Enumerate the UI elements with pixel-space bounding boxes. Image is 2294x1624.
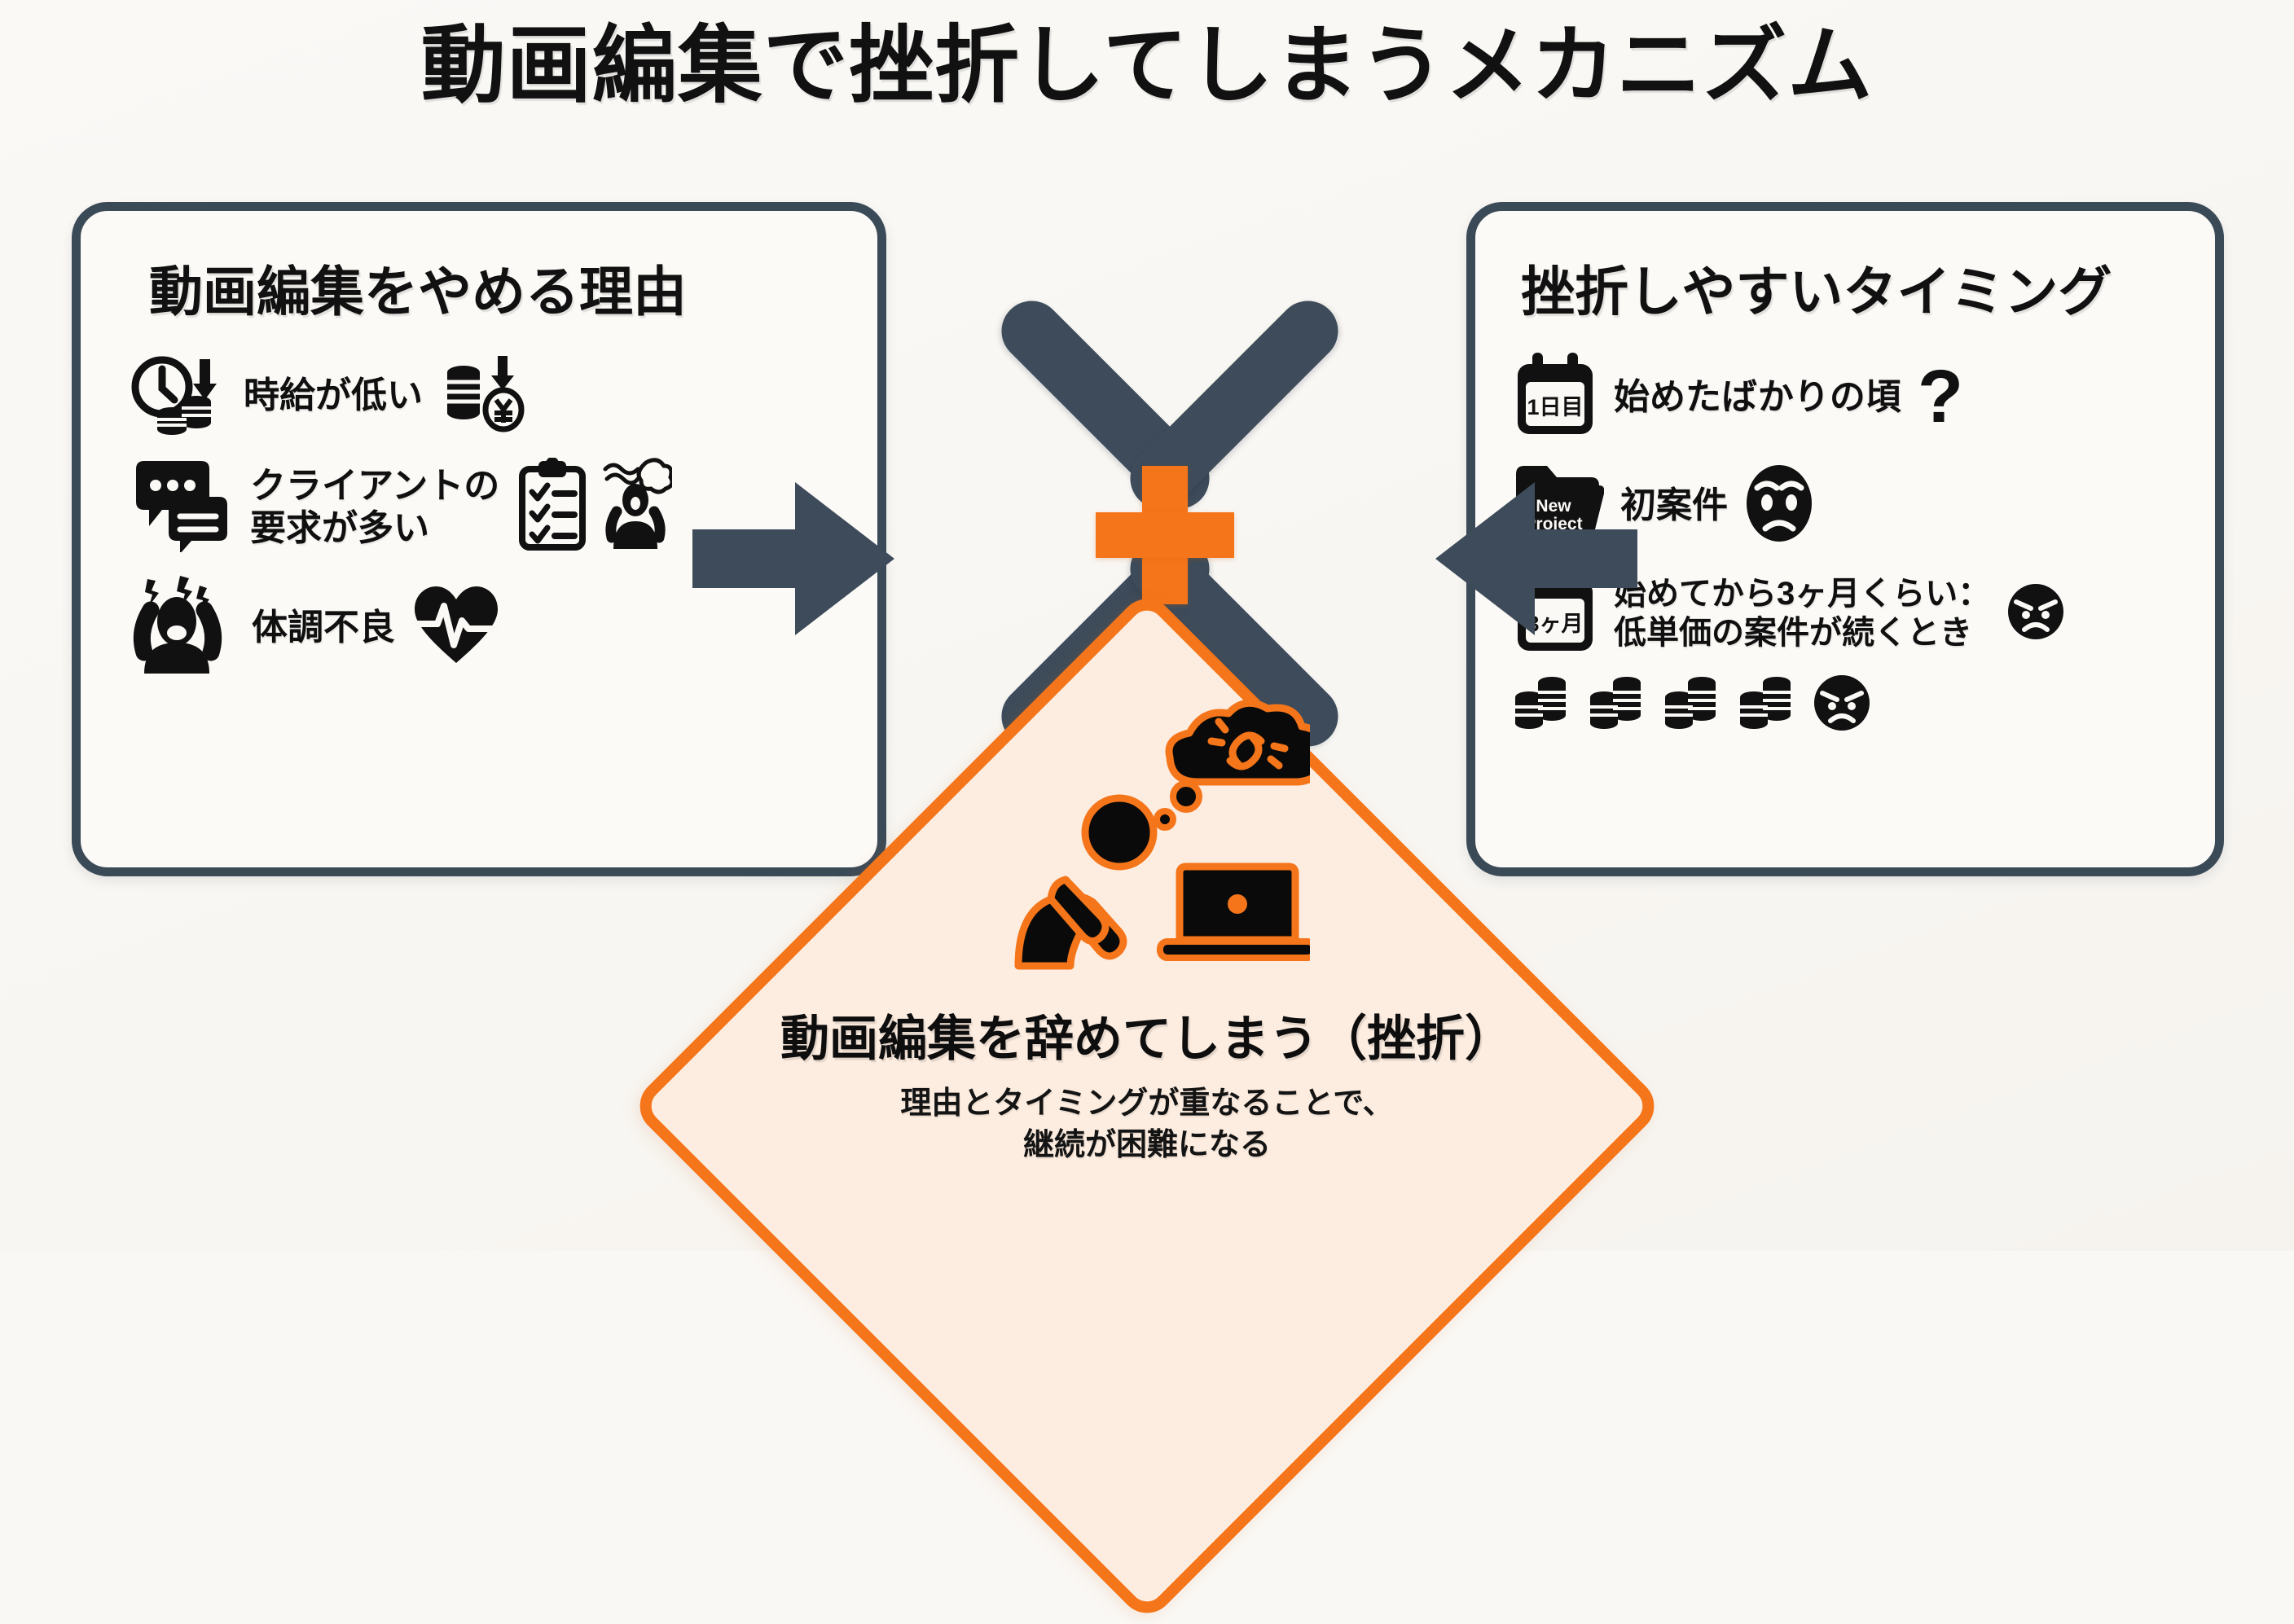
clipboard-checklist-icon bbox=[516, 457, 589, 556]
stressed-person-icon bbox=[599, 458, 675, 556]
discouraged-person-laptop-icon bbox=[984, 697, 1327, 978]
outcome-group: 動画編集を辞めてしまう（挫折） 理由とタイミングが重なることで、 継続が困難にな… bbox=[628, 587, 1666, 1624]
list-item: New Project 初案件 bbox=[1475, 461, 2215, 550]
list-item-label: 時給が低い bbox=[244, 375, 423, 415]
outcome-content: 動画編集を辞めてしまう（挫折） 理由とタイミングが重なることで、 継続が困難にな… bbox=[642, 601, 1652, 1611]
timing-list: 1日目 始めたばかりの頃 ? New Project 初案件 bbox=[1475, 351, 2215, 737]
coin-stack-icon bbox=[1663, 673, 1729, 737]
reasons-list: 時給が低い bbox=[81, 351, 877, 681]
headache-person-icon bbox=[130, 574, 235, 681]
new-project-folder-icon: New Project bbox=[1513, 461, 1605, 550]
folder-label-line2: Project bbox=[1524, 515, 1582, 533]
coin-stack-yen-down-icon bbox=[439, 351, 525, 440]
question-mark-icon: ? bbox=[1917, 355, 1964, 439]
speech-bubbles-icon bbox=[130, 458, 234, 556]
worried-face-icon bbox=[1744, 463, 1814, 547]
coin-stack-icon bbox=[1738, 673, 1804, 737]
angry-face-icon bbox=[2006, 582, 2065, 645]
plus-icon bbox=[1096, 512, 1234, 558]
calendar-label: 1日目 bbox=[1527, 395, 1583, 419]
list-item: 1日目 始めたばかりの頃 ? bbox=[1475, 351, 2215, 443]
calendar-label: 3ヶ月 bbox=[1527, 612, 1583, 636]
clock-with-coins-down-icon bbox=[130, 351, 227, 440]
list-item-trail-icons bbox=[516, 457, 675, 556]
timing-panel-title: 挫折しやすいタイミング bbox=[1521, 261, 2112, 322]
list-item-label: クライアントの 要求が多い bbox=[250, 465, 500, 548]
outcome-subtitle: 理由とタイミングが重なることで、 継続が困難になる bbox=[900, 1086, 1394, 1163]
list-item-label: 始めてから3ヶ月くらい： 低単価の案件が続くとき bbox=[1614, 576, 1991, 651]
coin-stack-icon bbox=[1513, 673, 1580, 737]
list-item: クライアントの 要求が多い bbox=[81, 457, 877, 556]
heartbeat-icon bbox=[411, 583, 501, 672]
angry-face-icon bbox=[1813, 674, 1871, 736]
list-item-label: 初案件 bbox=[1620, 485, 1728, 525]
calendar-icon: 1日目 bbox=[1513, 351, 1597, 443]
list-item: 時給が低い bbox=[81, 351, 877, 440]
list-item: 体調不良 bbox=[81, 574, 877, 681]
list-item-label: 体調不良 bbox=[252, 607, 395, 647]
reasons-panel-title: 動画編集をやめる理由 bbox=[149, 261, 687, 322]
list-item: 3ヶ月 始めてから3ヶ月くらい： 低単価の案件が続くとき bbox=[1475, 568, 2215, 660]
broken-chain-cloud-icon bbox=[1154, 699, 1327, 831]
convergence-group bbox=[692, 288, 1637, 759]
low-pay-coin-row bbox=[1475, 673, 2215, 737]
list-item-label: 始めたばかりの頃 bbox=[1614, 376, 1901, 417]
page-title: 動画編集で挫折してしまうメカニズム bbox=[420, 19, 1874, 113]
folder-label-line1: New bbox=[1536, 497, 1571, 516]
coin-stack-icon bbox=[1588, 673, 1655, 737]
outcome-title: 動画編集を辞めてしまう（挫折） bbox=[780, 1012, 1514, 1066]
